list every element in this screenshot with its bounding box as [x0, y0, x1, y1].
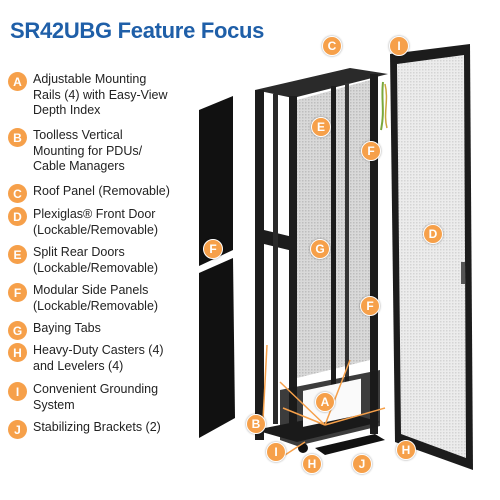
callout-j: J	[352, 454, 372, 474]
callout-c: C	[322, 36, 342, 56]
feature-item-e: E Split Rear Doors (Lockable/Removable)	[8, 245, 198, 276]
door-handle	[461, 262, 465, 284]
mounting-rail	[345, 83, 349, 383]
callout-i-top: I	[389, 36, 409, 56]
feature-text: Stabilizing Brackets (2)	[33, 420, 161, 434]
mounting-rail	[331, 86, 336, 386]
feature-item-d: D Plexiglas® Front Door (Lockable/Remova…	[8, 207, 198, 238]
callout-d: D	[423, 224, 443, 244]
feature-badge: B	[8, 128, 27, 147]
feature-item-g: G Baying Tabs	[8, 321, 198, 340]
grounding-wire	[380, 81, 384, 131]
feature-list: A Adjustable Mounting Rails (4) with Eas…	[0, 0, 195, 500]
rack-front-post-right	[370, 74, 378, 434]
feature-text: Toolless Vertical Mounting for PDUs/ Cab…	[33, 128, 143, 173]
grounding-wire	[384, 83, 388, 129]
feature-text: Plexiglas® Front Door (Lockable/Removabl…	[33, 207, 159, 237]
feature-badge: A	[8, 72, 27, 91]
feature-badge: C	[8, 184, 27, 203]
feature-item-h: H Heavy-Duty Casters (4) and Levelers (4…	[8, 343, 198, 374]
feature-item-a: A Adjustable Mounting Rails (4) with Eas…	[8, 72, 198, 119]
stabilizing-bracket	[315, 434, 385, 455]
feature-item-j: J Stabilizing Brackets (2)	[8, 420, 198, 439]
feature-text: Convenient Grounding System	[33, 382, 159, 412]
feature-item-b: B Toolless Vertical Mounting for PDUs/ C…	[8, 128, 198, 175]
callout-h-right: H	[396, 440, 416, 460]
feature-badge: F	[8, 283, 27, 302]
feature-text: Baying Tabs	[33, 321, 101, 335]
callout-i-bottom: I	[266, 442, 286, 462]
roof-panel	[255, 68, 388, 98]
callout-f-rack-bottom: F	[360, 296, 380, 316]
feature-badge: G	[8, 321, 27, 340]
rack-illustration	[185, 30, 500, 500]
feature-text: Heavy-Duty Casters (4) and Levelers (4)	[33, 343, 164, 373]
rack-left-post	[255, 90, 264, 440]
feature-badge: J	[8, 420, 27, 439]
rack-drawing	[199, 44, 473, 470]
rack-front-post-left	[289, 96, 297, 436]
feature-badge: E	[8, 245, 27, 264]
callout-b: B	[246, 414, 266, 434]
page-title: SR42UBG Feature Focus	[10, 18, 265, 43]
side-panel-upper	[199, 96, 233, 266]
callout-f-rack-top: F	[361, 141, 381, 161]
front-door-plexiglas	[397, 55, 466, 458]
feature-badge: H	[8, 343, 27, 362]
feature-badge: D	[8, 207, 27, 226]
callout-a: A	[315, 392, 335, 412]
internal-rail	[273, 94, 278, 424]
callout-g: G	[310, 239, 330, 259]
feature-badge: I	[8, 382, 27, 401]
feature-text: Modular Side Panels (Lockable/Removable)	[33, 283, 159, 313]
feature-text: Split Rear Doors (Lockable/Removable)	[33, 245, 159, 275]
callout-f-side: F	[203, 239, 223, 259]
feature-item-c: C Roof Panel (Removable)	[8, 184, 198, 203]
callout-e: E	[311, 117, 331, 137]
callout-h-left: H	[302, 454, 322, 474]
feature-text: Adjustable Mounting Rails (4) with Easy-…	[33, 72, 168, 117]
side-panel-lower	[199, 258, 235, 438]
baying-bar	[264, 230, 297, 252]
caster-left	[298, 443, 308, 453]
feature-item-i: I Convenient Grounding System	[8, 382, 198, 413]
feature-item-f: F Modular Side Panels (Lockable/Removabl…	[8, 283, 198, 314]
feature-text: Roof Panel (Removable)	[33, 184, 170, 198]
